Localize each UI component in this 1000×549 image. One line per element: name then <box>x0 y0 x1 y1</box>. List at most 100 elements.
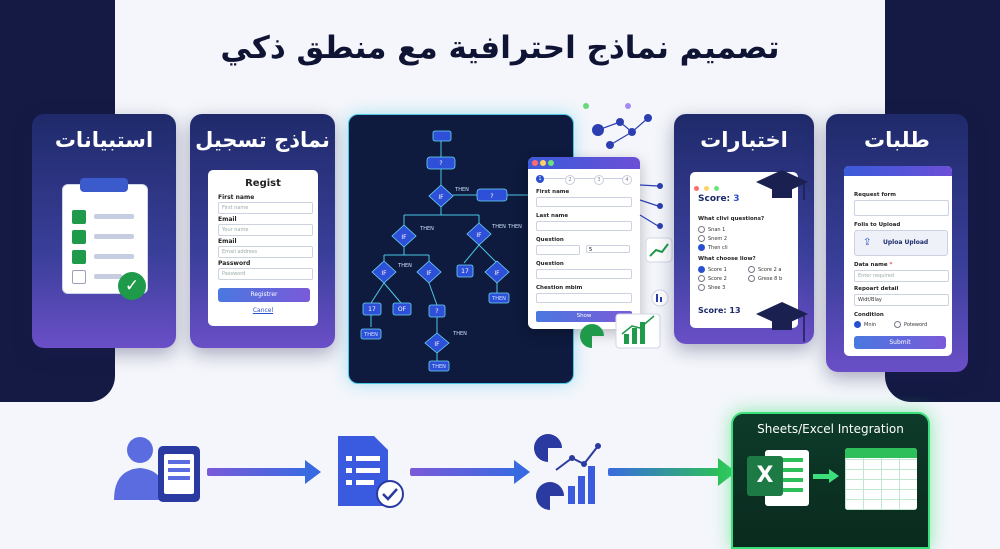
step-2[interactable]: 2 <box>565 175 575 185</box>
pipeline-arrow-2 <box>410 468 516 476</box>
score-top: Score: 3 <box>698 194 740 204</box>
node-if-6: IF <box>494 270 500 277</box>
cancel-link[interactable]: Cancel <box>252 307 274 314</box>
page-title: تصميم نماذج احترافية مع منطق ذكي <box>220 30 780 66</box>
svg-text:THEN: THEN <box>454 187 469 193</box>
flowchart-diagram: ? ? IF IF IF IF IF IF IF 17 17 OF ? THEN… <box>360 130 529 372</box>
question-label: Question <box>536 237 564 243</box>
spreadsheet-icon <box>845 448 917 510</box>
q2-option-2[interactable]: Score 2 <box>698 275 727 282</box>
submit-button[interactable]: Submit <box>854 336 946 349</box>
password-label: Password <box>218 260 251 267</box>
q1-option-2[interactable]: Snem 2 <box>698 235 727 242</box>
user-tablet-icon <box>114 437 200 502</box>
last-name-field[interactable] <box>536 221 632 231</box>
analytics-chart-icon <box>534 434 601 510</box>
request-form-field[interactable] <box>854 200 949 216</box>
step-1[interactable]: 1 <box>536 175 544 183</box>
form-title: Regist <box>245 178 281 189</box>
node-if-2: IF <box>401 234 407 241</box>
score-bottom: Score: 13 <box>698 306 741 315</box>
svg-text:THEN: THEN <box>452 331 467 337</box>
question-select-1[interactable] <box>536 245 580 255</box>
minimize-dot-icon[interactable] <box>540 160 546 166</box>
registration-card[interactable]: نماذج تسجيل Regist First name First name… <box>190 114 335 348</box>
node-17: 17 <box>461 268 469 275</box>
condition-label: Condition <box>854 312 884 318</box>
upload-button[interactable]: ⇪ Uploa Upload <box>854 230 948 256</box>
pipeline-arrow-1 <box>207 468 307 476</box>
q2-option-5[interactable]: Grese 8 b <box>748 275 782 282</box>
registration-form: Regist First name First name Email Your … <box>208 170 318 326</box>
pipeline-arrow-1-head <box>305 460 321 484</box>
registration-title: نماذج تسجيل <box>195 128 330 152</box>
close-dot-icon[interactable] <box>532 160 538 166</box>
email2-field[interactable]: Email address <box>218 246 313 258</box>
data-name-field[interactable]: Enter required <box>854 270 949 282</box>
svg-text:THEN: THEN <box>507 224 522 230</box>
pipeline-arrow-3 <box>608 468 720 476</box>
upload-button-label: Uploa Upload <box>883 239 929 246</box>
logic-form-window: 1 2 3 4 First name Last name Question 5 … <box>528 157 640 329</box>
node-if-7: IF <box>434 341 440 348</box>
document-check-icon <box>338 436 404 508</box>
condition-option-2[interactable]: Poteword <box>894 321 927 328</box>
register-button[interactable]: Registrer <box>218 288 310 302</box>
question-select-2[interactable]: 5 <box>586 245 630 253</box>
file-upload-label: Folis to Upload <box>854 222 901 228</box>
graduation-cap-icons <box>756 170 808 342</box>
pipeline-arrow-2-head <box>514 460 530 484</box>
report-detail-label: Repoart detail <box>854 286 899 292</box>
excel-integration-box[interactable]: Sheets/Excel Integration X <box>731 412 930 549</box>
report-select[interactable]: Widt/Blay <box>854 294 949 306</box>
q2-option-3[interactable]: Shee 3 <box>698 284 725 291</box>
q2-option-4[interactable]: Score 2 a <box>748 266 781 273</box>
surveys-card[interactable]: استبيانات ✓ <box>32 114 176 348</box>
node-q-2: ? <box>490 193 493 200</box>
node-if-1: IF <box>438 194 444 201</box>
requests-card[interactable]: طلبات Request form Folis to Upload ⇪ Upl… <box>826 114 968 372</box>
node-if-3: IF <box>476 232 482 239</box>
node-of: OF <box>398 306 407 313</box>
quizzes-title: اختبارات <box>700 128 788 152</box>
question-1: What clivi questions? <box>698 216 765 222</box>
email2-label: Email <box>218 238 237 245</box>
excel-integration-title: Sheets/Excel Integration <box>757 422 904 436</box>
window-dots-icon <box>694 176 720 195</box>
window-titlebar <box>528 157 640 169</box>
svg-text:THEN: THEN <box>397 263 412 269</box>
first-name-field[interactable] <box>536 197 632 207</box>
q2-option-1[interactable]: Score 1 <box>698 266 727 273</box>
question-mark-field[interactable] <box>536 293 632 303</box>
clipboard-icon: ✓ <box>32 134 176 314</box>
step-3[interactable]: 3 <box>594 175 604 185</box>
first-name-field[interactable]: First name <box>218 202 313 214</box>
analytics-decorations <box>580 103 673 349</box>
email-field[interactable]: Your name <box>218 224 313 236</box>
node-if-5: IF <box>426 270 432 277</box>
maximize-dot-icon[interactable] <box>548 160 554 166</box>
q1-option-1[interactable]: Snan 1 <box>698 226 725 233</box>
email-label: Email <box>218 216 237 223</box>
svg-text:THEN: THEN <box>419 226 434 232</box>
svg-text:THEN: THEN <box>491 296 506 302</box>
first-name-label: First name <box>536 189 570 195</box>
condition-option-1[interactable]: Mnin <box>854 321 876 328</box>
step-indicator: 1 2 3 4 <box>536 175 632 185</box>
data-name-label: Data name * <box>854 262 893 268</box>
question-2: What choose liow? <box>698 256 756 262</box>
svg-text:THEN: THEN <box>491 224 506 230</box>
question-mark-label: Chestion mbim <box>536 285 583 291</box>
step-4[interactable]: 4 <box>622 175 632 185</box>
excel-icon: X <box>747 446 809 508</box>
excel-arrow-icon <box>813 474 831 479</box>
node-if-4: IF <box>381 270 387 277</box>
quizzes-card[interactable]: اختبارات Score: 3 What clivi questions? … <box>674 114 814 344</box>
q1-option-3[interactable]: Then cli <box>698 244 728 251</box>
password-field[interactable]: Password <box>218 268 313 280</box>
show-button[interactable]: Show <box>536 311 632 322</box>
question2-field[interactable] <box>536 269 632 279</box>
request-form: Request form Folis to Upload ⇪ Uploa Upl… <box>844 166 952 356</box>
first-name-label: First name <box>218 194 255 201</box>
node-q-3: ? <box>435 308 438 315</box>
